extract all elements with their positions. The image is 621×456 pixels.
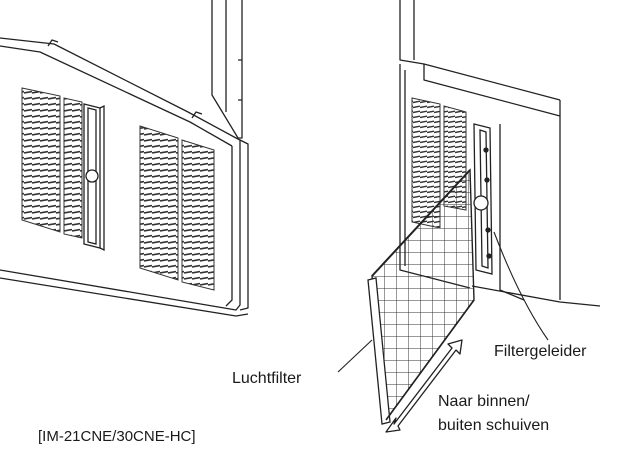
label-slide-line-1: Naar binnen/ — [438, 393, 530, 410]
label-filter-guide: Filtergeleider — [494, 343, 587, 360]
leader-filter-guide — [493, 231, 549, 341]
left-handle — [83, 103, 105, 252]
leader-lines — [337, 231, 549, 373]
filter-guide-rail — [473, 123, 493, 275]
label-slide-line-2: buiten schuiven — [438, 417, 550, 434]
label-air-filter: Luchtfilter — [232, 370, 302, 387]
air-filter-mesh — [367, 168, 475, 425]
slide-double-arrow — [385, 339, 463, 433]
model-caption: [IM-21CNE/30CNE-HC] — [38, 428, 196, 445]
leader-air-filter — [337, 339, 373, 373]
left-unit — [0, 0, 249, 317]
left-grilles — [21, 87, 215, 291]
